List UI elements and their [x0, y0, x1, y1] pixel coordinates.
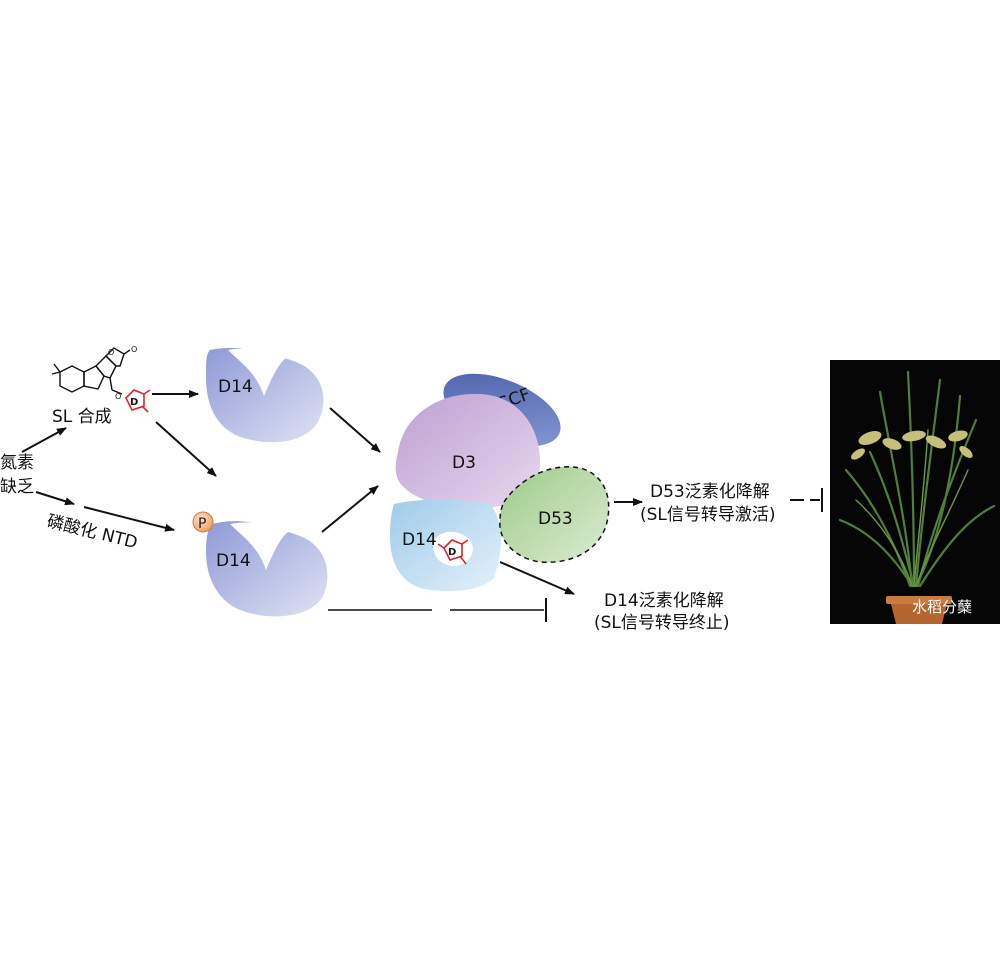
d53-degradation-label: D53泛素化降解 (SL信号转导激活): [640, 482, 776, 525]
strigolactone-structure: O O O: [51, 345, 137, 401]
svg-text:D14: D14: [216, 551, 251, 571]
svg-text:D: D: [448, 547, 456, 558]
nitrogen-deficiency-label: 氮素 缺乏: [0, 453, 34, 497]
d3-protein: D3: [395, 393, 540, 509]
arrow-sl-to-phospho-d14: [155, 421, 217, 477]
svg-text:(SL信号转导激活): (SL信号转导激活): [640, 505, 776, 525]
arrow-d14-to-complex: [329, 407, 381, 453]
arrow-phospho-d14-to-complex: [321, 485, 379, 533]
rice-plant-photo: 水稻分蘖: [830, 360, 1000, 624]
svg-text:D53泛素化降解: D53泛素化降解: [650, 482, 770, 502]
d-ring-top: D: [125, 389, 151, 413]
arrow-nitrogen-to-phospho-a: [35, 491, 75, 506]
svg-text:O: O: [108, 348, 114, 357]
inhibition-to-tillering: [790, 488, 823, 512]
svg-text:缺乏: 缺乏: [0, 477, 34, 497]
svg-text:氮素: 氮素: [0, 453, 34, 473]
d14-protein-complex: D14: [390, 499, 501, 592]
svg-text:D14: D14: [218, 377, 253, 397]
svg-text:D14泛素化降解: D14泛素化降解: [604, 591, 724, 611]
d53-protein: D53: [499, 466, 610, 563]
svg-text:D14: D14: [402, 530, 437, 550]
d14-protein-phosphorylated: D14: [206, 521, 328, 617]
svg-text:(SL信号转导终止): (SL信号转导终止): [594, 613, 730, 633]
arrow-phosphorylation: [83, 506, 175, 532]
svg-text:O: O: [115, 392, 121, 401]
arrow-to-d14-degradation: [499, 561, 575, 595]
sl-synthesis-label: SL 合成: [52, 407, 112, 427]
svg-text:D3: D3: [452, 453, 476, 473]
phosphate-badge: P: [192, 511, 214, 533]
svg-text:O: O: [131, 345, 137, 354]
rice-tillering-label: 水稻分蘖: [912, 598, 972, 616]
svg-text:D53: D53: [538, 509, 573, 529]
d14-protein-top: D14: [206, 347, 324, 443]
svg-text:D: D: [130, 397, 138, 408]
d14-degradation-label: D14泛素化降解 (SL信号转导终止): [594, 591, 730, 633]
svg-text:P: P: [198, 516, 206, 532]
arrow-to-sl-synthesis: [21, 427, 67, 453]
d-ring-complex: D: [437, 539, 469, 565]
phospho-d14-inhibition: [328, 598, 547, 622]
